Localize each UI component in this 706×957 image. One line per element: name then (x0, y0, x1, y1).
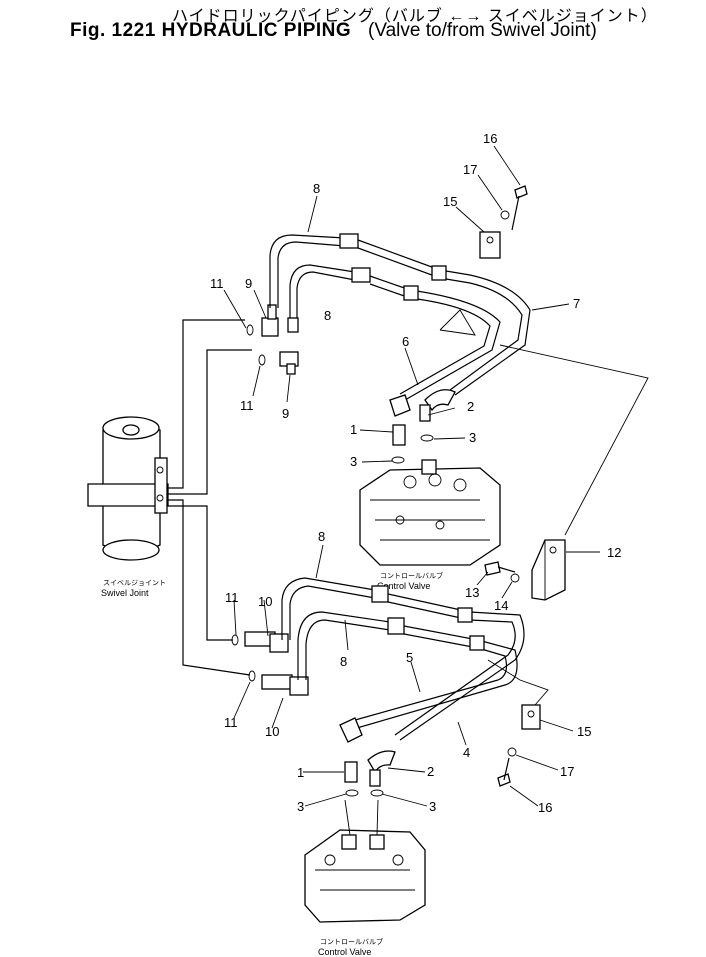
callout-1-upper: 1 (350, 422, 357, 437)
callout-numbers: 16 17 15 8 7 11 9 8 11 9 6 2 1 3 3 12 13… (210, 131, 621, 815)
callout-16-upper: 16 (483, 131, 497, 146)
lower-control-valve-label: Control Valve (318, 947, 371, 957)
callout-3-upper-left: 3 (350, 454, 357, 469)
callout-10-upper: 10 (258, 594, 272, 609)
figure-heading: Fig. 1221 HYDRAULIC PIPING (70, 20, 351, 42)
japanese-title: ハイドロリックパイピング（バルブ ←→ スイベルジョイント） (172, 8, 658, 25)
callout-2-lower: 2 (427, 764, 434, 779)
callout-17-upper: 17 (463, 162, 477, 177)
upper-steel-tubes (357, 185, 649, 536)
callout-11-d: 11 (224, 715, 238, 730)
callout-2-upper: 2 (467, 399, 474, 414)
callout-4: 4 (463, 745, 470, 760)
swivel-joint-label-jp: スイベルジョイント (103, 579, 166, 587)
callout-15-lower: 15 (577, 724, 591, 739)
callout-8-d: 8 (340, 654, 347, 669)
callout-8-c: 8 (318, 529, 325, 544)
callout-9-a: 9 (245, 276, 252, 291)
callout-13: 13 (465, 585, 479, 600)
callout-3-lower-right: 3 (429, 799, 436, 814)
lower-swivel-tubes (168, 499, 309, 696)
callout-11-a: 11 (210, 276, 224, 291)
lower-hoses (281, 577, 405, 680)
lower-steel-tubes (339, 593, 549, 797)
callout-10-lower: 10 (265, 724, 279, 739)
upper-hoses (269, 233, 371, 333)
swivel-joint-drawing (87, 416, 169, 561)
callout-11-c: 11 (225, 590, 239, 605)
leader-lines (223, 145, 600, 807)
callout-5: 5 (406, 650, 413, 665)
callout-16-lower: 16 (538, 800, 552, 815)
lower-control-valve-drawing (304, 799, 426, 923)
callout-9-b: 9 (282, 406, 289, 421)
figure-subtitle: (Valve to/from Swivel Joint) (368, 20, 597, 41)
callout-1-lower: 1 (297, 765, 304, 780)
bracket-assembly (484, 539, 566, 601)
callout-3-upper-right: 3 (469, 430, 476, 445)
upper-swivel-tubes (168, 304, 299, 495)
callout-6: 6 (402, 334, 409, 349)
callout-11-b: 11 (240, 398, 254, 413)
callout-12: 12 (607, 545, 621, 560)
callout-8-b: 8 (324, 308, 331, 323)
upper-control-valve-drawing (359, 459, 501, 566)
callout-14: 14 (494, 598, 508, 613)
swivel-joint-label: Swivel Joint (101, 588, 149, 598)
callout-17-lower: 17 (560, 764, 574, 779)
callout-3-lower-left: 3 (297, 799, 304, 814)
callout-8-a: 8 (313, 181, 320, 196)
callout-15-upper: 15 (443, 194, 457, 209)
upper-control-valve-label-jp: コントロールバルブ (380, 571, 443, 580)
lower-control-valve-label-jp: コントロールバルブ (320, 937, 383, 946)
figure-title: HYDRAULIC PIPING (161, 20, 352, 41)
figure-number: Fig. 1221 (70, 20, 156, 41)
callout-7: 7 (573, 296, 580, 311)
upper-control-valve-label: Control Valve (377, 581, 430, 591)
